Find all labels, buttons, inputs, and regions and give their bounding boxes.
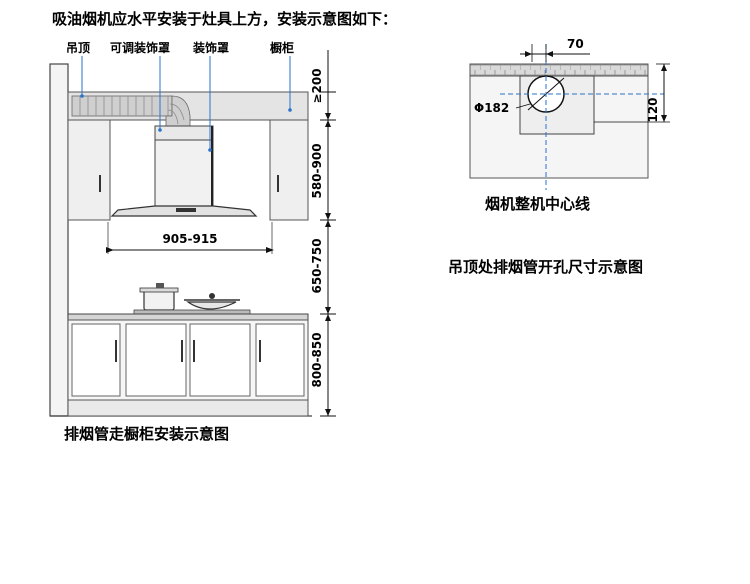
dim-stove-gap: 650-750 xyxy=(310,238,324,293)
decorative-cover-shape xyxy=(154,139,214,207)
dim-diameter: Φ182 xyxy=(474,101,509,115)
wall xyxy=(49,63,69,417)
dim-depth: 120 xyxy=(646,97,660,122)
page-title: 吸油烟机应水平安装于灶具上方，安装示意图如下： xyxy=(52,10,397,28)
center-line-caption: 烟机整机中心线 xyxy=(485,195,590,213)
adjustable-cover-shape xyxy=(154,125,214,141)
label-ceiling: 吊顶 xyxy=(66,41,90,55)
base-cabinet-2 xyxy=(125,323,187,397)
dim-counter-height: 800-850 xyxy=(310,332,324,387)
right-diagram: 70 Φ182 120 烟机整机中心线 吊顶处排烟管开孔尺寸示意图 xyxy=(448,37,670,276)
base-cabinet-1 xyxy=(71,323,121,397)
upper-cabinet-left xyxy=(67,119,111,221)
base-cabinet-3 xyxy=(189,323,251,397)
dim-offset: 70 xyxy=(567,37,584,51)
countertop xyxy=(67,313,309,321)
cookware xyxy=(133,283,251,315)
upper-cabinet-right xyxy=(269,119,309,221)
label-decorative-cover: 装饰罩 xyxy=(192,40,229,55)
ceiling-slab xyxy=(469,63,649,77)
hood-width-dim: 905-915 xyxy=(162,232,217,246)
dim-hood-height: 580-900 xyxy=(310,143,324,198)
label-cabinet: 橱柜 xyxy=(270,40,294,55)
left-diagram: 905-915 吊顶 可调装饰罩 xyxy=(49,40,336,443)
left-caption: 排烟管走橱柜安装示意图 xyxy=(64,425,229,443)
right-caption: 吊顶处排烟管开孔尺寸示意图 xyxy=(448,258,643,276)
dim-top: ≥200 xyxy=(310,68,324,103)
label-adjustable-cover: 可调装饰罩 xyxy=(110,40,170,55)
base-cabinet-4 xyxy=(255,323,305,397)
